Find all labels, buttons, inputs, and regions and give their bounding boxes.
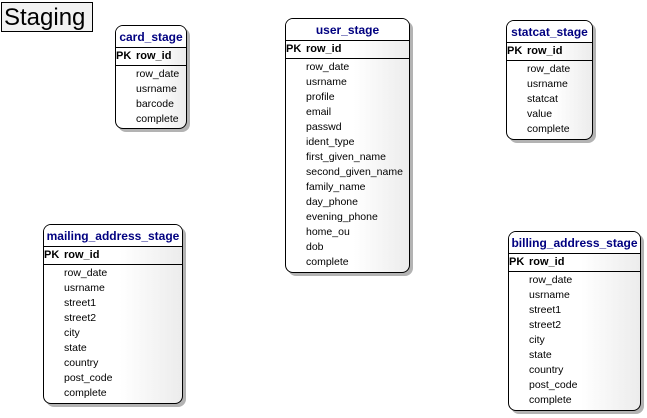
entity-name: user_stage xyxy=(286,19,409,41)
field-home-ou: home_ou xyxy=(306,226,350,238)
field-complete: complete xyxy=(527,123,570,135)
pk-label: PK xyxy=(116,50,132,62)
diagram-title: Staging xyxy=(1,2,93,32)
pk-label: PK xyxy=(44,249,60,261)
field-street1: street1 xyxy=(529,304,562,316)
field-profile: profile xyxy=(306,91,335,103)
field-street2: street2 xyxy=(64,312,97,324)
field-value: value xyxy=(527,108,553,120)
field-family-name: family_name xyxy=(306,181,366,193)
field-row-date: row_date xyxy=(136,68,180,80)
field-state: state xyxy=(529,349,552,361)
field-dob: dob xyxy=(306,241,324,253)
field-evening-phone: evening_phone xyxy=(306,211,378,223)
field-row-date: row_date xyxy=(64,267,108,279)
field-first-given-name: first_given_name xyxy=(306,151,386,163)
field-usrname: usrname xyxy=(306,76,347,88)
field-usrname: usrname xyxy=(64,282,105,294)
pk-divider xyxy=(509,271,640,272)
field-complete: complete xyxy=(529,394,572,406)
field-post-code: post_code xyxy=(64,372,113,384)
field-country: country xyxy=(64,357,99,369)
field-complete: complete xyxy=(64,387,107,399)
pk-label: PK xyxy=(509,256,525,268)
entity-name: mailing_address_stage xyxy=(44,225,182,247)
pk-divider xyxy=(116,65,186,66)
primary-key-field: row_id xyxy=(306,43,342,55)
field-row-date: row_date xyxy=(306,61,350,73)
entity-name: card_stage xyxy=(116,26,186,48)
field-email: email xyxy=(306,106,332,118)
field-second-given-name: second_given_name xyxy=(306,166,403,178)
pk-label: PK xyxy=(507,45,523,57)
field-country: country xyxy=(529,364,564,376)
primary-key-field: row_id xyxy=(136,50,172,62)
field-ident-type: ident_type xyxy=(306,136,355,148)
field-usrname: usrname xyxy=(527,78,568,90)
field-state: state xyxy=(64,342,87,354)
field-complete: complete xyxy=(136,113,179,125)
entity-name: billing_address_stage xyxy=(509,232,640,254)
field-post-code: post_code xyxy=(529,379,578,391)
pk-divider xyxy=(507,60,592,61)
pk-divider xyxy=(44,264,182,265)
field-statcat: statcat xyxy=(527,93,558,105)
field-city: city xyxy=(529,334,545,346)
primary-key-field: row_id xyxy=(529,256,565,268)
primary-key-field: row_id xyxy=(64,249,100,261)
field-barcode: barcode xyxy=(136,98,174,110)
field-day-phone: day_phone xyxy=(306,196,358,208)
pk-label: PK xyxy=(286,43,302,55)
entity-name: statcat_stage xyxy=(507,21,592,43)
field-city: city xyxy=(64,327,80,339)
field-usrname: usrname xyxy=(136,83,177,95)
field-complete: complete xyxy=(306,256,349,268)
field-passwd: passwd xyxy=(306,121,342,133)
pk-divider xyxy=(286,58,409,59)
field-street1: street1 xyxy=(64,297,97,309)
primary-key-field: row_id xyxy=(527,45,563,57)
field-row-date: row_date xyxy=(529,274,573,286)
field-usrname: usrname xyxy=(529,289,570,301)
field-row-date: row_date xyxy=(527,63,571,75)
field-street2: street2 xyxy=(529,319,562,331)
